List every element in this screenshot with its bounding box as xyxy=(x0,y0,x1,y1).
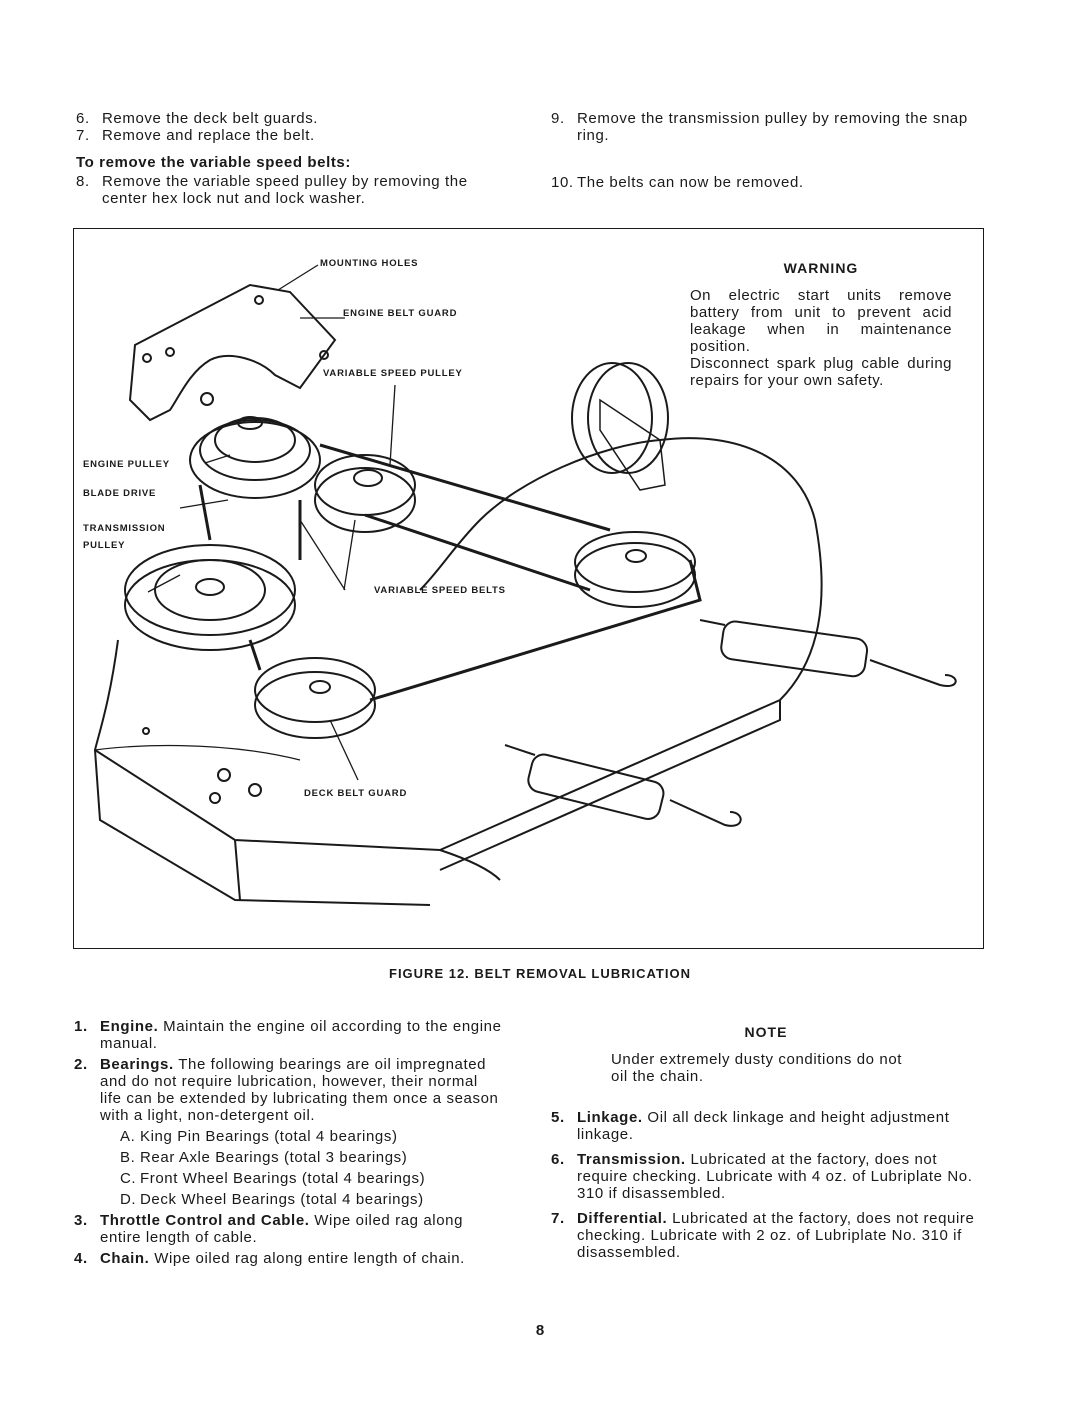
top-right-column: 9.Remove the transmission pulley by remo… xyxy=(551,110,983,191)
note-text: Under extremely dusty conditions do not … xyxy=(611,1051,903,1085)
figure-12-box xyxy=(73,228,984,949)
step-9: 9.Remove the transmission pulley by remo… xyxy=(551,110,968,144)
figure-caption: FIGURE 12. BELT REMOVAL LUBRICATION xyxy=(389,966,691,981)
bearing-item: D.Deck Wheel Bearings (total 4 bearings) xyxy=(120,1191,424,1208)
warning-text-1: On electric start units remove battery f… xyxy=(690,287,952,355)
label-engine-belt-guard: ENGINE BELT GUARD xyxy=(343,308,458,319)
label-transmission: TRANSMISSION xyxy=(83,523,166,534)
page-number: 8 xyxy=(535,1322,545,1339)
engine-belt-guard xyxy=(128,283,337,422)
lubrication-right-column: NOTE Under extremely dusty conditions do… xyxy=(551,1024,981,1261)
bearing-list: A.King Pin Bearings (total 4 bearings) B… xyxy=(74,1128,504,1208)
step-10: 10.The belts can now be removed. xyxy=(551,174,804,191)
label-variable-speed-pulley: VARIABLE SPEED PULLEY xyxy=(323,368,463,379)
mower-deck xyxy=(93,437,823,852)
spring-lower xyxy=(504,744,536,756)
lube-item-engine: 1.Engine. Maintain the engine oil accord… xyxy=(74,1018,502,1052)
step-8: 8.Remove the variable speed pulley by re… xyxy=(76,173,468,207)
lube-item-transmission: 6.Transmission. Lubricated at the factor… xyxy=(551,1151,973,1202)
engine-pulley xyxy=(189,421,321,499)
lube-item-differential: 7.Differential. Lubricated at the factor… xyxy=(551,1210,975,1261)
bearing-item: B.Rear Axle Bearings (total 3 bearings) xyxy=(120,1149,408,1166)
lube-item-linkage: 5.Linkage. Oil all deck linkage and heig… xyxy=(551,1109,950,1143)
label-variable-speed-belts: VARIABLE SPEED BELTS xyxy=(374,585,506,596)
drive-belt xyxy=(248,443,702,702)
bearing-item: C.Front Wheel Bearings (total 4 bearings… xyxy=(120,1170,426,1187)
deck-wheel xyxy=(571,362,653,474)
label-blade-drive: BLADE DRIVE xyxy=(83,488,157,499)
warning-title: WARNING xyxy=(783,260,859,276)
bearing-item: A.King Pin Bearings (total 4 bearings) xyxy=(120,1128,398,1145)
blade-pulley xyxy=(254,671,376,739)
idler-pulley xyxy=(574,542,696,608)
subheading-variable-speed-belts: To remove the variable speed belts: xyxy=(76,154,351,171)
lube-item-throttle: 3.Throttle Control and Cable. Wipe oiled… xyxy=(74,1212,464,1246)
label-deck-belt-guard: DECK BELT GUARD xyxy=(304,788,408,799)
lube-item-chain: 4.Chain. Wipe oiled rag along entire len… xyxy=(74,1250,465,1267)
step-7: 7.Remove and replace the belt. xyxy=(76,127,315,144)
step-6: 6.Remove the deck belt guards. xyxy=(76,110,319,127)
warning-block: WARNING On electric start units remove b… xyxy=(690,260,952,389)
lube-item-bearings: 2.Bearings. The following bearings are o… xyxy=(74,1056,499,1124)
lubrication-left-column: 1.Engine. Maintain the engine oil accord… xyxy=(74,1018,504,1267)
top-left-column: 6.Remove the deck belt guards. 7.Remove … xyxy=(76,110,508,207)
label-mounting-holes: MOUNTING HOLES xyxy=(320,258,419,269)
warning-text-2: Disconnect spark plug cable during repai… xyxy=(690,355,952,389)
label-pulley: PULLEY xyxy=(83,540,126,551)
transmission-pulley xyxy=(124,559,296,651)
variable-speed-pulley xyxy=(314,467,416,533)
spring-upper xyxy=(699,619,726,626)
note-title: NOTE xyxy=(744,1024,788,1040)
label-engine-pulley: ENGINE PULLEY xyxy=(83,459,170,470)
